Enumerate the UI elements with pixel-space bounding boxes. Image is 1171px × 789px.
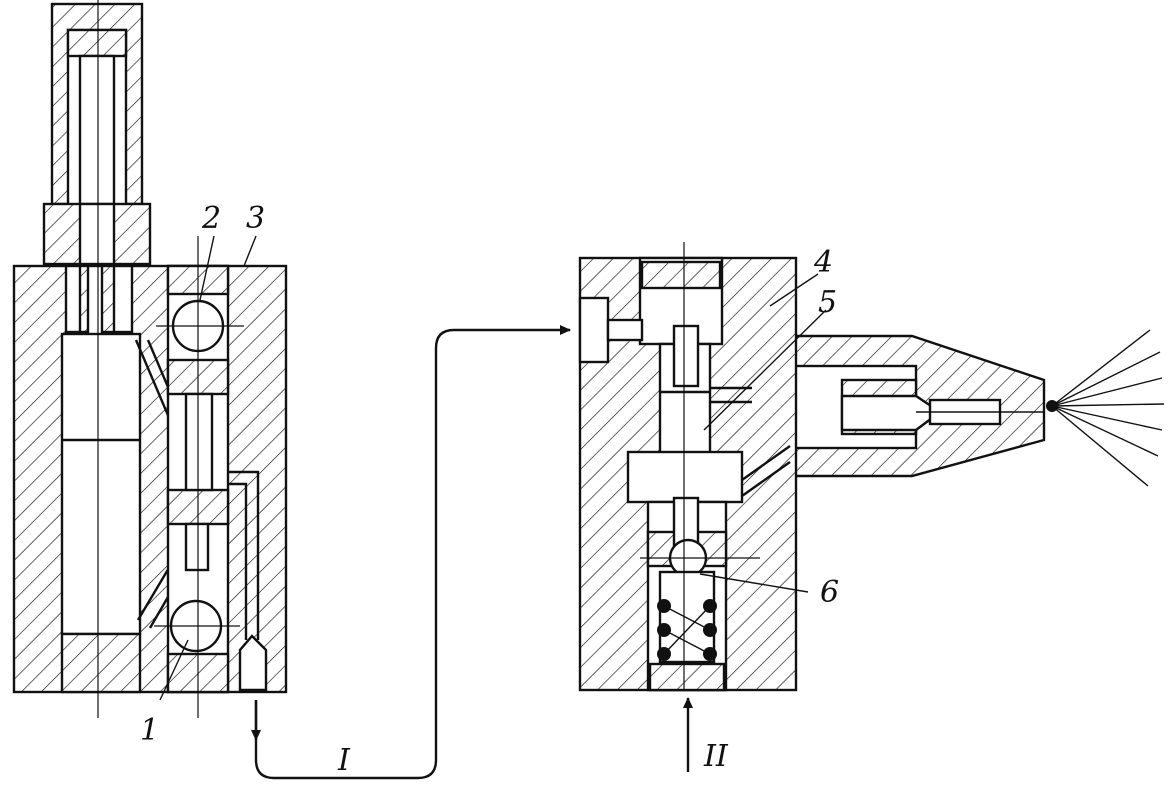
label-line-1: I: [337, 743, 351, 778]
label-part-3: 3: [246, 201, 265, 236]
label-part-2: 2: [201, 201, 221, 236]
leader-lines: [159, 235, 827, 701]
pump-assembly: [12, 0, 288, 718]
injector-spring: [657, 599, 717, 661]
label-part-5: 5: [818, 285, 837, 320]
pump-body: [12, 264, 288, 694]
label-part-6: 6: [820, 575, 839, 610]
pump-plunger-bore: [60, 332, 142, 636]
label-line-2: II: [703, 739, 729, 774]
spray-jet: [1046, 329, 1165, 487]
injector-assembly: [578, 242, 1046, 692]
pipe-line-1: [254, 325, 571, 780]
label-part-1: 1: [140, 713, 159, 748]
label-part-4: 4: [813, 245, 833, 280]
injector-inlet-port: [578, 296, 610, 364]
